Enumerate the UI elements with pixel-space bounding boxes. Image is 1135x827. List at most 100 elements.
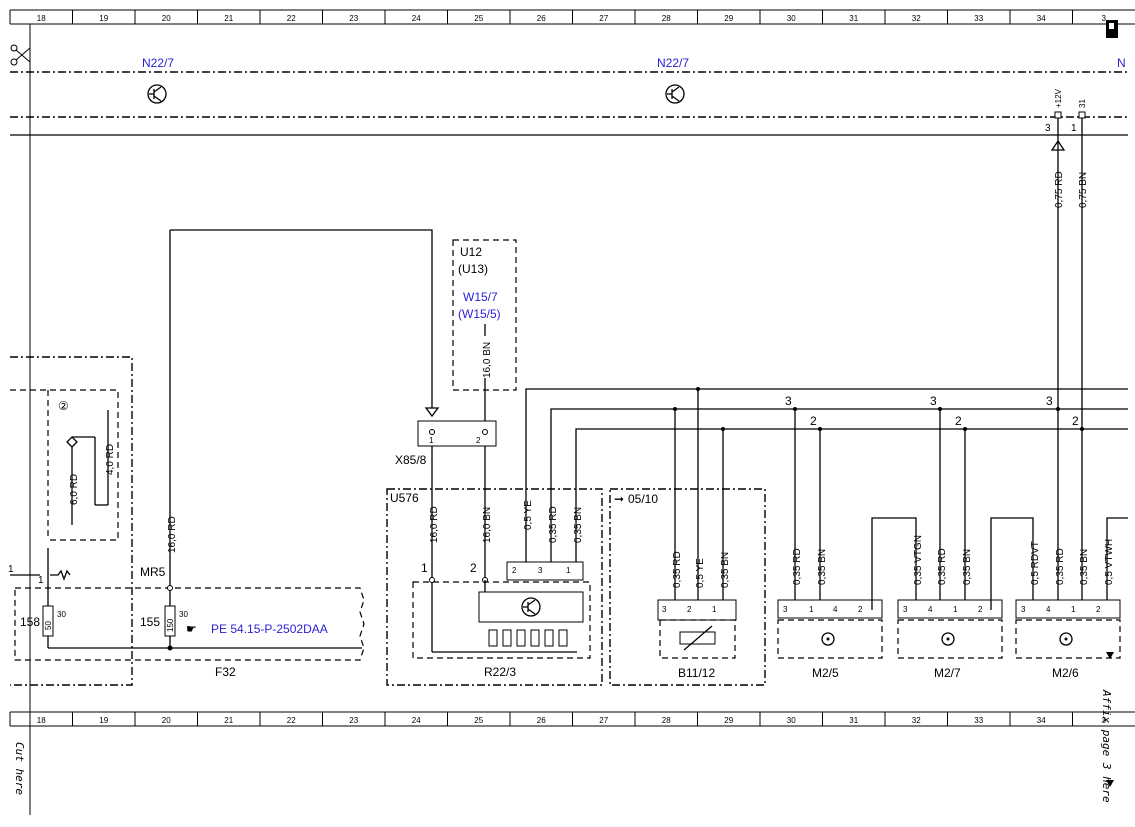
diode-icon <box>66 436 78 448</box>
arrow-down-icon <box>1106 780 1114 787</box>
pe-reference-link[interactable]: PE 54.15-P-2502DAA <box>211 622 328 636</box>
fuse-158-label: 158 <box>20 615 40 629</box>
svg-text:1: 1 <box>421 561 428 575</box>
transistor-icon <box>665 84 685 104</box>
wire-label: 0,35 BN <box>962 549 973 585</box>
wire-label: 0,5 RDVT <box>1030 541 1041 585</box>
svg-text:30: 30 <box>179 610 188 619</box>
svg-text:4: 4 <box>1046 605 1051 614</box>
grid-column-label: 18 <box>37 14 46 23</box>
pin-31-label: 31 <box>1078 99 1087 108</box>
m2-7-motor: 0,35 VTGN 0,35 RD 0,35 BN 3 4 1 2 M2/7 <box>871 409 1003 680</box>
grid-column-label: 25 <box>474 716 483 725</box>
wire-label: 4,0 RD <box>105 444 116 475</box>
arrow-down-icon <box>424 407 440 418</box>
mr5-label: MR5 <box>140 565 166 579</box>
wire-label: 0,35 RD <box>937 548 948 585</box>
grid-column-label: 24 <box>412 716 421 725</box>
cut-here-label: Cut here <box>13 742 26 795</box>
svg-text:30: 30 <box>57 610 66 619</box>
wire-label: 0,5 VTWH <box>1104 539 1115 585</box>
motor-icon[interactable] <box>821 632 835 646</box>
n22-7-label-right[interactable]: N22/7 <box>657 56 689 70</box>
transistor-icon <box>147 84 167 104</box>
hand-pointer-icon[interactable]: ☛ <box>186 622 197 636</box>
svg-text:2: 2 <box>476 436 481 445</box>
page-ref[interactable]: 05/10 <box>628 492 658 506</box>
svg-text:2: 2 <box>470 561 477 575</box>
m2-5-motor: 0,35 RD 0,35 BN 3 1 4 2 M2/5 <box>777 409 883 680</box>
svg-text:3: 3 <box>783 605 788 614</box>
grid-column-label: 34 <box>1037 716 1046 725</box>
wire-label: 6,0 RD <box>69 474 80 505</box>
left-module: ② 4,0 RD 6,0 RD 1 1 <box>8 356 133 686</box>
grid-column-label: 33 <box>974 716 983 725</box>
wire-label: 16,0 BN <box>482 507 493 543</box>
grid-column-label: 19 <box>99 14 108 23</box>
u12-label: U12 <box>460 245 482 259</box>
pin-label: 1 <box>38 575 44 586</box>
document-icon[interactable] <box>1106 20 1118 38</box>
wire-label: 0,35 BN <box>573 507 584 543</box>
fuse-155[interactable] <box>164 605 176 637</box>
n22-7-label-left[interactable]: N22/7 <box>142 56 174 70</box>
svg-text:1: 1 <box>429 436 434 445</box>
transistor-icon <box>521 597 541 617</box>
wire-label: 0,35 BN <box>720 552 731 588</box>
motor-icon[interactable] <box>1059 632 1073 646</box>
f32-fuse-box: 50 158 30 150 155 30 MR5 16,0 RD ☛ PE 54… <box>14 230 365 679</box>
m2-7-label: M2/7 <box>934 666 961 680</box>
wire-label: 0,35 RD <box>672 551 683 588</box>
grid-column-label: 25 <box>474 14 483 23</box>
w15-5-link[interactable]: (W15/5) <box>458 307 501 321</box>
r22-3-label: R22/3 <box>484 665 516 679</box>
x85-8-connector[interactable]: 1 2 X85/8 <box>395 420 497 467</box>
svg-text:3: 3 <box>1046 394 1053 408</box>
svg-text:1: 1 <box>809 605 814 614</box>
wire-label: 0,5 YE <box>695 558 706 588</box>
circled-2-label: ② <box>58 399 69 413</box>
n-label-edge[interactable]: N <box>1117 56 1126 70</box>
signal-bus: 3 2 3 2 3 2 <box>525 387 1128 484</box>
grid-column-label: 28 <box>662 716 671 725</box>
u576-label: U576 <box>390 491 419 505</box>
scissors-icon[interactable] <box>10 44 31 66</box>
grid-column-label: 21 <box>224 14 233 23</box>
motor-icon[interactable] <box>941 632 955 646</box>
grid-column-label: 18 <box>37 716 46 725</box>
grid-column-label: 32 <box>912 14 921 23</box>
svg-text:4: 4 <box>928 605 933 614</box>
m2-6-motor: 0,5 RDVT 0,35 RD 0,35 BN 0,5 VTWH 3 4 1 … <box>990 517 1128 680</box>
grid-column-label: 29 <box>724 716 733 725</box>
grid-column-label: 30 <box>787 716 796 725</box>
r22-3-module[interactable] <box>478 591 584 623</box>
m2-5-label: M2/5 <box>812 666 839 680</box>
grid-column-label: 20 <box>162 716 171 725</box>
pin-label: 1 <box>8 564 14 575</box>
affix-page-label: Affix page 3 here <box>1100 689 1113 803</box>
grid-column-label: 21 <box>224 716 233 725</box>
svg-text:2: 2 <box>1096 605 1101 614</box>
arrow-down-icon <box>1106 652 1114 659</box>
u13-label: (U13) <box>458 262 488 276</box>
b11-12-label: B11/12 <box>678 666 715 680</box>
wire-label: 0,5 YE <box>523 500 534 530</box>
wire-label: 0,35 VTGN <box>913 535 924 585</box>
fuse-158[interactable] <box>42 605 54 637</box>
grid-column-label: 30 <box>787 14 796 23</box>
w15-7-link[interactable]: W15/7 <box>463 290 498 304</box>
grid-column-label: 27 <box>599 716 608 725</box>
svg-text:1: 1 <box>566 566 571 575</box>
wire-label: 0,35 RD <box>548 506 559 543</box>
svg-text:2: 2 <box>687 605 692 614</box>
svg-text:2: 2 <box>955 414 962 428</box>
grid-column-label: 29 <box>724 14 733 23</box>
grid-column-label: 24 <box>412 14 421 23</box>
wire-label: 0,35 RD <box>1055 548 1066 585</box>
svg-text:3: 3 <box>785 394 792 408</box>
grid-column-label: 27 <box>599 14 608 23</box>
connector-pin <box>1054 111 1062 119</box>
